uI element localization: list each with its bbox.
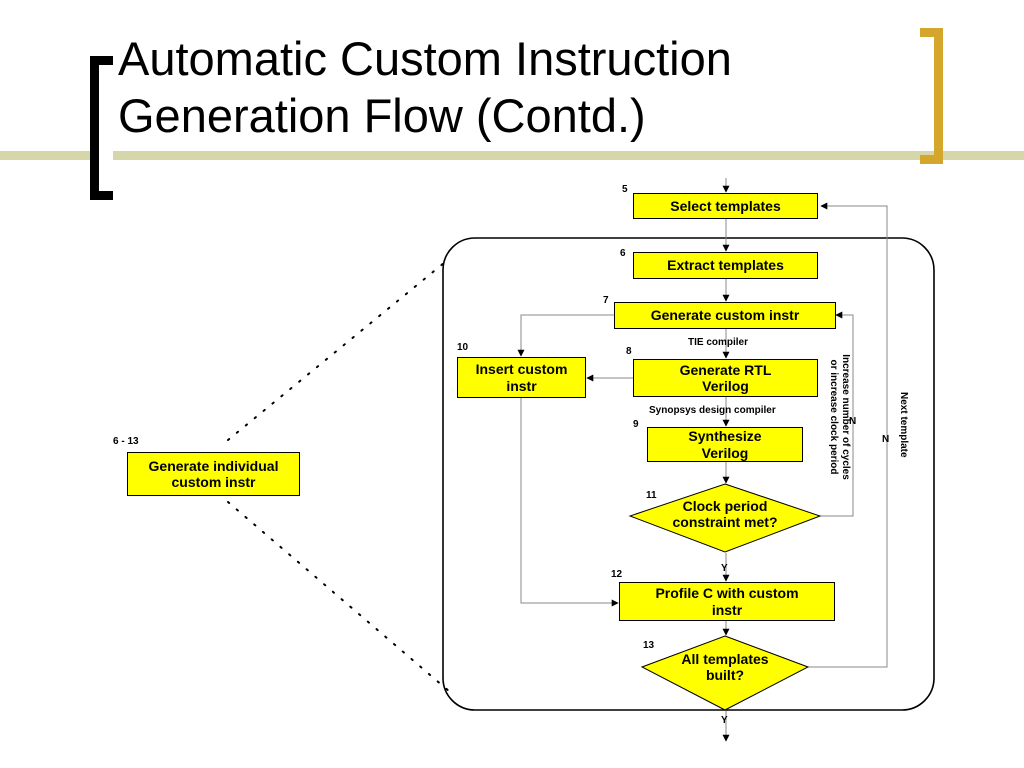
edge-label-increase-line-1: Increase number of cycles	[840, 354, 851, 480]
edge-label-next-template: Next template	[898, 392, 909, 458]
node-synthesize-verilog: Synthesize Verilog	[647, 427, 803, 462]
node-individual-line-1: Generate individual	[148, 457, 279, 474]
node-generate-individual: Generate individual custom instr	[127, 452, 300, 496]
node-generate-rtl: Generate RTL Verilog	[633, 359, 818, 397]
node-synth-line-1: Synthesize	[688, 428, 762, 445]
slide-title-line-2: Generation Flow (Contd.)	[118, 89, 646, 142]
decision-built-shape	[640, 635, 810, 711]
node-number-insert: 10	[457, 342, 469, 353]
edge-generate-insert	[517, 314, 614, 357]
decision-built-label: All templates built?	[655, 651, 795, 683]
zoom-line-top	[227, 257, 451, 441]
node-profile-line-1: Profile C with custom	[655, 585, 799, 602]
node-select-label: Select templates	[670, 197, 781, 214]
node-insert-line-1: Insert custom	[475, 361, 568, 378]
node-number-generate: 7	[603, 295, 609, 306]
node-profile-c: Profile C with custom instr	[619, 582, 835, 621]
edge-label-tie-compiler: TIE compiler	[688, 337, 749, 348]
node-generate-custom-instr: Generate custom instr	[614, 302, 836, 329]
decision-clock-line-1: Clock period	[682, 498, 768, 514]
node-individual-line-2: custom instr	[171, 474, 256, 490]
slide-title-line-1: Automatic Custom Instruction	[118, 32, 732, 85]
node-insert-line-2: instr	[506, 377, 537, 394]
node-generate-label: Generate custom instr	[650, 307, 800, 324]
node-insert-custom-instr: Insert custom instr	[457, 357, 586, 398]
node-number-clock: 11	[646, 490, 657, 501]
edge-label-y-built: Y	[721, 715, 728, 726]
node-extract-templates: Extract templates	[633, 252, 818, 279]
node-number-built: 13	[643, 640, 655, 651]
node-number-individual: 6 - 13	[113, 436, 139, 447]
title-rule	[0, 151, 1024, 160]
node-synth-line-2: Verilog	[701, 444, 749, 461]
decision-built-line-2: built?	[705, 667, 745, 684]
node-select-templates: Select templates	[633, 193, 818, 219]
edge-label-synopsys: Synopsys design compiler	[649, 405, 776, 416]
zoom-container	[442, 237, 935, 711]
zoom-line-bottom	[227, 501, 451, 693]
edge-insert-profile	[520, 398, 619, 607]
edge-label-y-clock: Y	[721, 563, 728, 574]
node-rtl-line-2: Verilog	[702, 378, 749, 394]
edge-label-n-next: N	[882, 434, 890, 445]
edge-label-increase-cycles: Increase number of cycles or increase cl…	[827, 352, 851, 482]
decision-clock-label: Clock period constraint met?	[645, 498, 805, 530]
edge-built-select-loop	[808, 202, 888, 668]
node-number-rtl: 8	[626, 346, 632, 357]
left-bracket-decoration	[90, 56, 113, 200]
node-number-profile: 12	[611, 569, 623, 580]
node-number-extract: 6	[620, 248, 626, 259]
decision-built-line-1: All templates	[681, 651, 769, 667]
node-rtl-line-1: Generate RTL	[679, 361, 772, 378]
edge-label-increase-line-2: or increase clock period	[828, 359, 839, 475]
node-extract-label: Extract templates	[667, 257, 784, 274]
decision-clock-shape	[628, 483, 822, 553]
right-bracket-decoration	[920, 28, 943, 164]
node-number-synth: 9	[633, 419, 639, 430]
slide-title: Automatic Custom Instruction Generation …	[118, 30, 908, 144]
node-profile-line-2: instr	[711, 601, 743, 618]
node-number-select: 5	[622, 184, 628, 195]
decision-clock-line-2: constraint met?	[672, 514, 778, 531]
edge-label-n-clock: N	[849, 416, 857, 427]
edge-clock-generate-loop	[820, 311, 854, 517]
